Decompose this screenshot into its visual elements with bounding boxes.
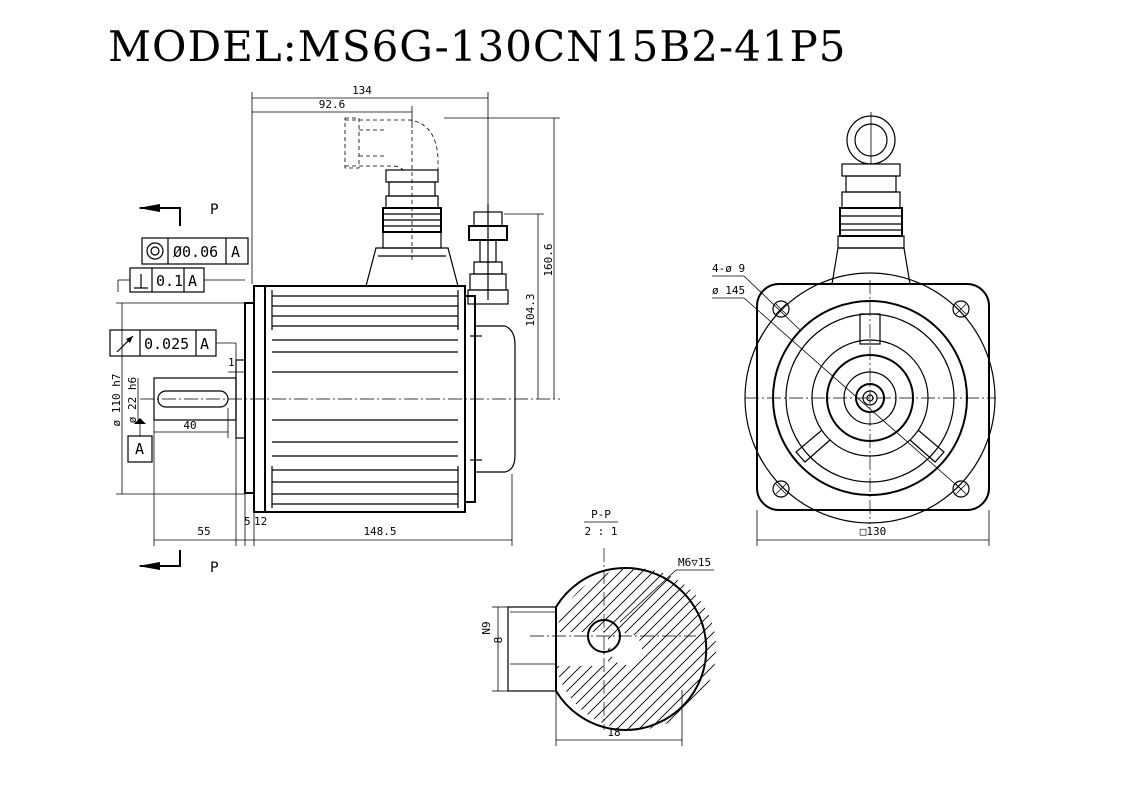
power-connector-elbow [344, 117, 439, 173]
hatch-line [693, 568, 717, 731]
dim-1: 1 [228, 356, 235, 369]
hatch-line [616, 568, 717, 731]
side-view: 134 92.6 160.6 104.3 55 148.5 5 12 40 1 … [109, 84, 560, 576]
datum-label: A [135, 440, 144, 458]
dim-5: 5 [244, 515, 251, 528]
encoder-cap [475, 325, 516, 473]
model-title: MODEL:MS6G-130CN15B2-41P5 [108, 22, 847, 71]
dim-40: 40 [183, 419, 196, 432]
section-outline [555, 567, 708, 731]
hatch-line [342, 540, 542, 740]
dim-148-5: 148.5 [363, 525, 396, 538]
shaft-depth: 18 [607, 726, 620, 739]
flange-plate [244, 302, 255, 494]
hatch-line [353, 540, 553, 740]
perpendicularity-datum: A [188, 272, 197, 290]
dim-flange-square: □130 [860, 525, 887, 538]
front-view: 4-ø 9 ø 145 □130 [712, 112, 996, 546]
keyway-tolerance: N9 [480, 621, 493, 634]
hatch-line [715, 568, 717, 731]
section-scale: 2 : 1 [584, 525, 617, 538]
section-title: P-P [591, 508, 611, 521]
dim-12: 12 [254, 515, 267, 528]
keyway-width: 8 [492, 637, 505, 644]
hatch-line [556, 568, 565, 731]
datum-a-box [127, 418, 153, 463]
hatch-line [556, 568, 653, 731]
hatch-line [627, 568, 717, 731]
thread-callout: M6▽15 [678, 556, 711, 569]
dim-92-6: 92.6 [319, 98, 346, 111]
hatch-line [704, 568, 717, 731]
cooling-fins [271, 290, 459, 508]
section-cut-markers [138, 204, 181, 570]
perpendicularity-icon [134, 274, 148, 289]
dim-phi-110: ø 110 h7 [110, 374, 123, 427]
hatch-line [638, 568, 717, 731]
dim-160-6: 160.6 [542, 243, 555, 276]
concentricity-value: Ø0.06 [173, 243, 218, 261]
dim-phi-22: ø 22 h6 [126, 377, 139, 423]
dim-104-3: 104.3 [524, 293, 537, 326]
runout-value: 0.025 [144, 335, 189, 353]
hatch-line [320, 540, 520, 740]
runout-datum: A [200, 335, 209, 353]
concentricity-icon [146, 242, 164, 260]
keyway [507, 606, 557, 692]
dim-55: 55 [197, 525, 210, 538]
section-view: P-P 2 : 1 M6▽15 N9 8 18 [320, 508, 717, 746]
hatch-line [556, 568, 686, 731]
hatch-line [556, 568, 697, 731]
power-connector-base [365, 247, 459, 287]
hatch-line [556, 568, 717, 731]
dim-mount-holes: 4-ø 9 [712, 262, 745, 275]
runout-frame [109, 329, 237, 360]
power-connector [382, 130, 442, 260]
hatch-line [594, 568, 717, 731]
dim-bolt-circle: ø 145 [712, 284, 745, 297]
hatch-line [572, 568, 717, 731]
hatch-line [556, 568, 642, 731]
concentricity-datum: A [231, 243, 240, 261]
hatch-line [583, 568, 717, 731]
perpendicularity-frame [117, 267, 245, 293]
concentricity-frame [141, 237, 249, 265]
perpendicularity-value: 0.1 [156, 272, 183, 290]
encoder-connector [467, 204, 509, 305]
dim-134: 134 [352, 84, 372, 97]
section-marker-top: P [210, 202, 218, 218]
front-flange-square [756, 283, 990, 511]
hatch-line [556, 568, 631, 731]
front-connector [831, 112, 911, 285]
hatch-line [561, 568, 717, 731]
hatch-line [556, 568, 576, 731]
section-marker-bottom: P [210, 560, 218, 576]
side-dimensions [116, 92, 560, 546]
